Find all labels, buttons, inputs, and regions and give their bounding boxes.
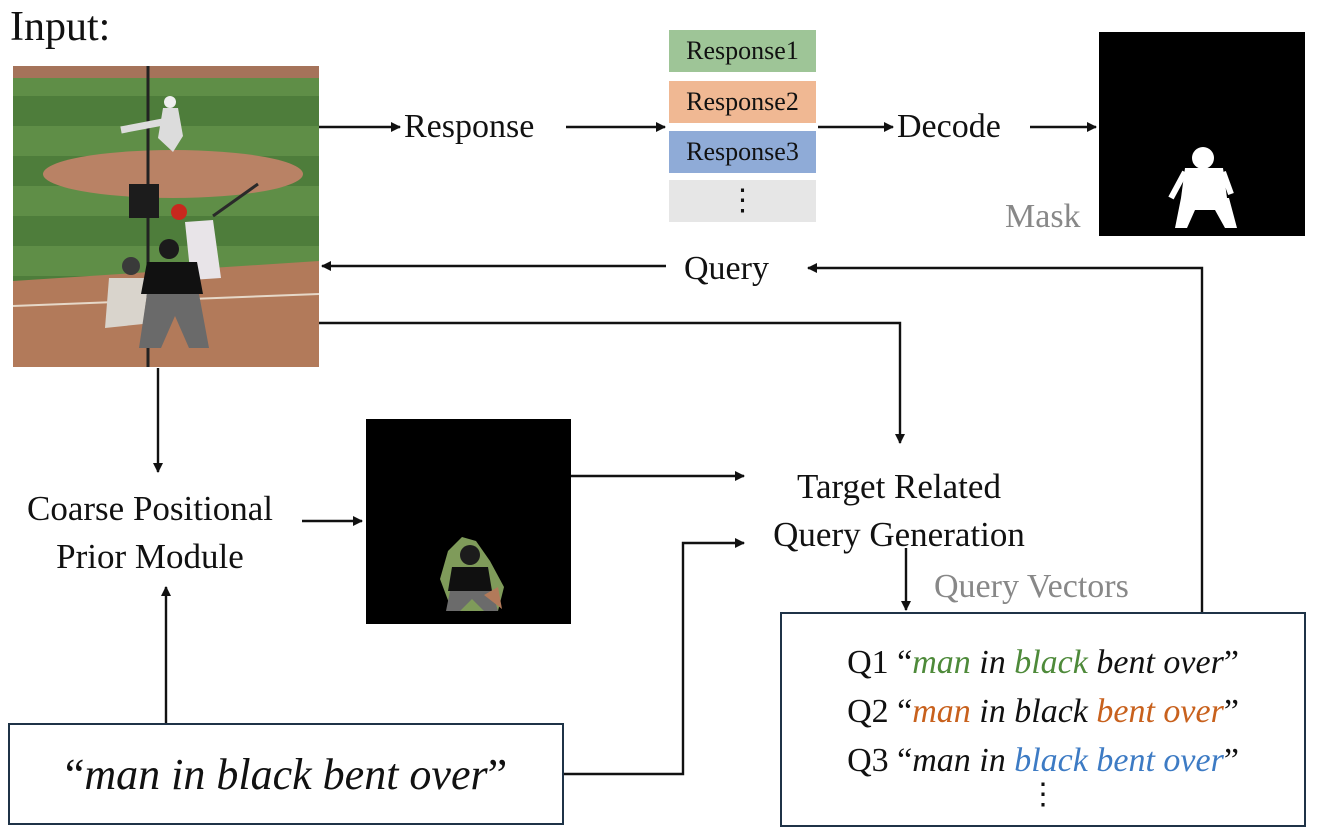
query-vector-word: bent over — [1087, 644, 1224, 681]
expression-close-quote: ” — [487, 749, 508, 799]
coarse-prior-image — [366, 419, 571, 624]
output-mask-image — [1099, 32, 1305, 236]
query-vector-word: black — [1014, 742, 1088, 779]
response-ellipsis: ⋮ — [727, 184, 758, 217]
response-label: Response — [404, 108, 535, 145]
query-vector-word: man — [912, 644, 971, 681]
response-label-1: Response1 — [686, 36, 799, 65]
arrow-expression-to-target — [564, 538, 745, 776]
response-box-ellipsis: ⋮ — [669, 180, 816, 222]
target-query-line2: Query Generation — [773, 515, 1025, 554]
query-vector-word: man — [912, 742, 971, 779]
response-box-2: Response2 — [669, 81, 816, 123]
query-vectors-box: Q1 “man in black bent over” Q2 “man in b… — [780, 612, 1306, 827]
query-vector-word: man — [912, 693, 971, 730]
query-vector-q3: Q3 “man in black bent over” — [782, 744, 1304, 778]
query-vector-q2: Q2 “man in black bent over” — [782, 695, 1304, 729]
query-vector-close-quote: ” — [1223, 644, 1239, 681]
arrow-vectors-to-query — [807, 263, 1204, 612]
query-vector-open-quote: “ — [897, 693, 913, 730]
query-vector-word: in — [970, 644, 1015, 681]
response-label-2: Response2 — [686, 87, 799, 116]
expression-box: “ man in black bent over ” — [8, 723, 564, 825]
query-vectors-label: Query Vectors — [934, 568, 1129, 605]
mask-label: Mask — [1005, 198, 1081, 235]
input-image — [13, 66, 319, 367]
query-vector-word: bent over — [1096, 693, 1224, 730]
coarse-module-label: Coarse Positional Prior Module — [4, 485, 296, 581]
query-vector-word: bent over — [1096, 742, 1224, 779]
baseball-scene-graphic — [13, 66, 319, 367]
query-vector-id: Q3 — [847, 742, 898, 779]
input-title: Input: — [10, 4, 111, 50]
query-vector-close-quote: ” — [1223, 693, 1239, 730]
mask-silhouette — [1168, 147, 1237, 228]
query-vectors-ellipsis: ⋮ — [1028, 778, 1058, 811]
coarse-module-line2: Prior Module — [56, 537, 244, 576]
query-vector-word: in — [970, 742, 1015, 779]
query-vector-word: in black — [970, 693, 1097, 730]
response-label-3: Response3 — [686, 137, 799, 166]
query-vector-open-quote: “ — [897, 644, 913, 681]
coarse-prior-crop — [440, 537, 504, 611]
query-vector-id: Q1 — [847, 644, 898, 681]
response-box-1: Response1 — [669, 30, 816, 72]
expression-text: man in black bent over — [84, 749, 488, 799]
query-vector-close-quote: ” — [1223, 742, 1239, 779]
query-vector-word: black — [1014, 644, 1088, 681]
query-vector-open-quote: “ — [897, 742, 913, 779]
response-box-3: Response3 — [669, 131, 816, 173]
target-query-line1: Target Related — [797, 467, 1001, 506]
decode-label: Decode — [897, 108, 1001, 145]
expression-open-quote: “ — [64, 749, 85, 799]
query-vector-id: Q2 — [847, 693, 898, 730]
target-query-generation-label: Target Related Query Generation — [744, 463, 1054, 559]
query-label: Query — [684, 250, 769, 287]
query-vector-q1: Q1 “man in black bent over” — [782, 646, 1304, 680]
coarse-module-line1: Coarse Positional — [27, 489, 273, 528]
arrow-image-to-target — [319, 321, 905, 444]
